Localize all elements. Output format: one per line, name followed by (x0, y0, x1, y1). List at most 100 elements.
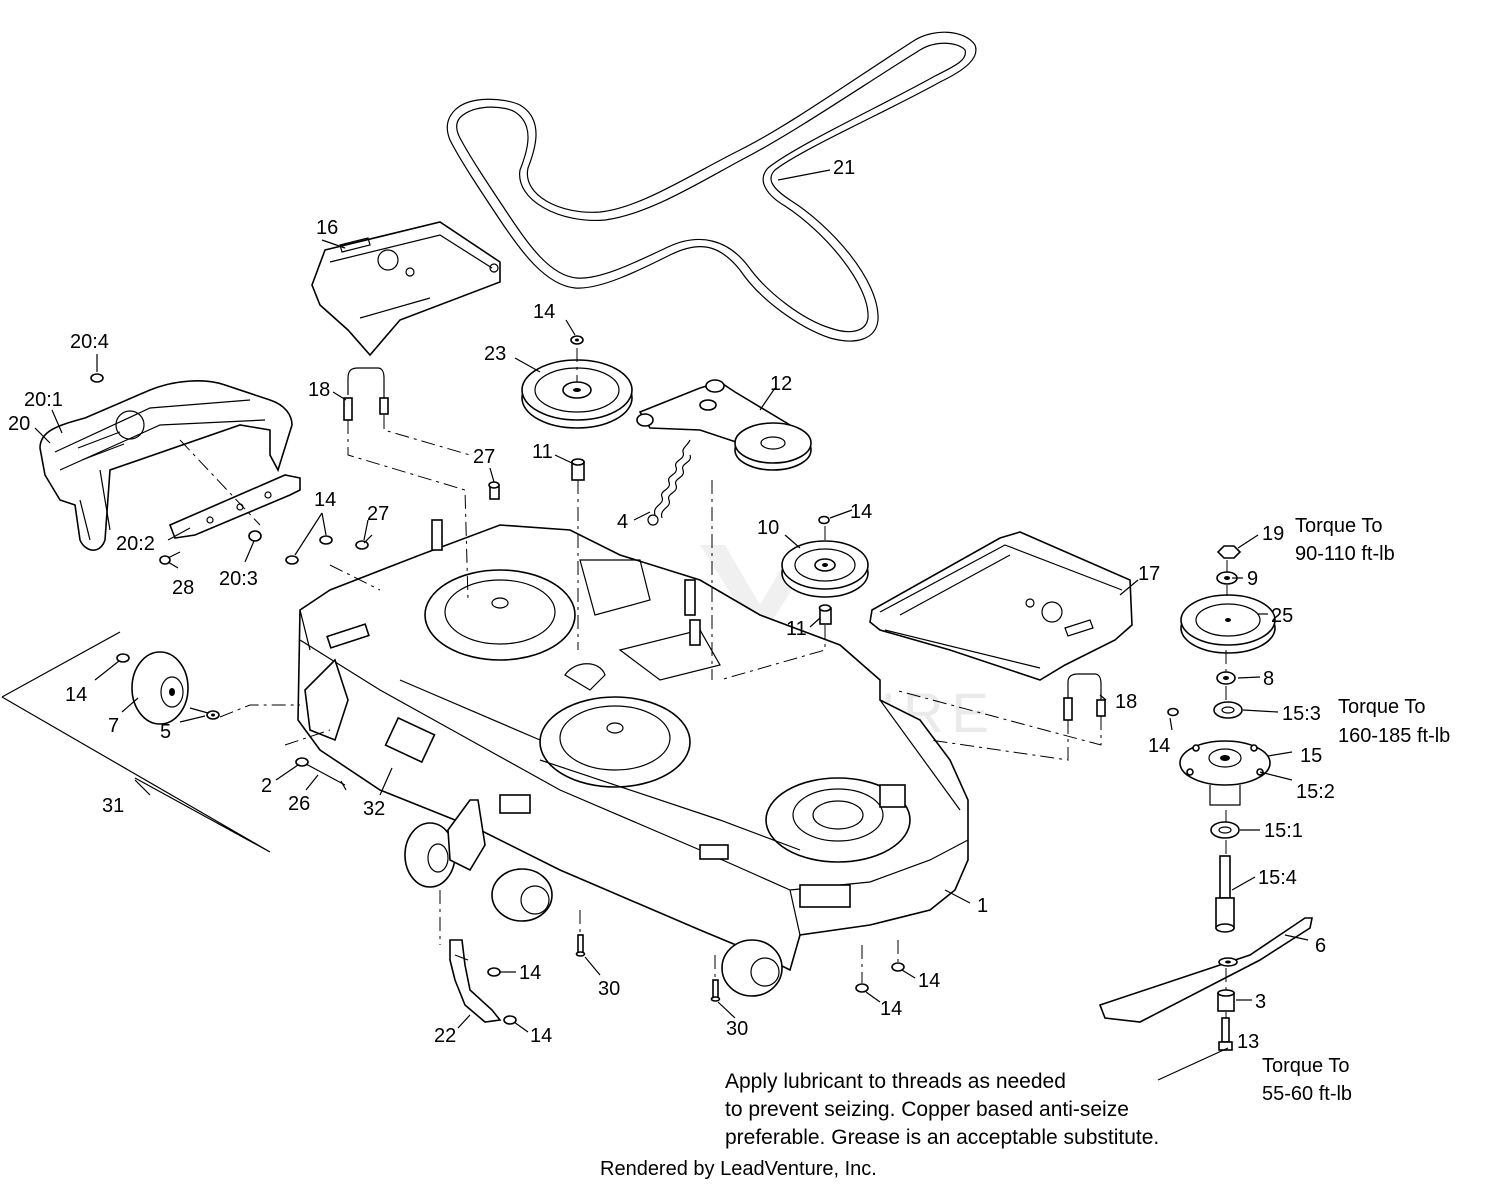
spacer-11-lower (818, 604, 832, 625)
callout-5: 5 (160, 721, 171, 743)
washer-2 (295, 757, 309, 767)
callout-15-2: 15:2 (1296, 781, 1335, 803)
j-bolt-18-left (343, 367, 389, 421)
bolt-27-side (355, 534, 373, 550)
torque-13-title: Torque To (1262, 1055, 1349, 1077)
callout-27-side: 27 (367, 503, 389, 525)
front-cover (39, 380, 293, 551)
deflector-rod-22 (449, 939, 502, 1023)
callout-14-wheel: 14 (65, 684, 87, 706)
callout-13: 13 (1237, 1031, 1259, 1053)
drive-belt (446, 31, 977, 342)
callout-27-top: 27 (473, 446, 495, 468)
callout-22: 22 (434, 1025, 456, 1047)
callout-15-4: 15:4 (1258, 867, 1297, 889)
callout-4: 4 (617, 511, 628, 533)
nuts-14-deflector (487, 967, 517, 1025)
torque-15-title: Torque To (1338, 696, 1425, 718)
leader-lines (34, 169, 1309, 1081)
callout-14-side: 14 (314, 489, 336, 511)
callout-16: 16 (316, 217, 338, 239)
nuts-14-side (285, 535, 333, 565)
bolt-30-right (710, 979, 721, 1002)
spacer-3 (1217, 989, 1235, 1012)
torque-19-value: 90-110 ft-lb (1295, 543, 1395, 565)
callout-14-pulley10: 14 (850, 501, 872, 523)
callout-15-1: 15:1 (1264, 820, 1303, 842)
nut-14-top (570, 335, 584, 345)
gauge-wheel-rear (721, 939, 783, 997)
gauge-wheel-front-left (404, 822, 456, 888)
callout-2: 2 (261, 775, 272, 797)
gauge-wheel-front (491, 868, 553, 922)
nut-19 (1216, 545, 1242, 559)
callout-11-top: 11 (532, 441, 553, 463)
rendered-by-credit: Rendered by LeadVenture, Inc. (600, 1158, 877, 1180)
bolt-13 (1218, 1017, 1233, 1051)
callout-32: 32 (363, 798, 385, 820)
callout-28: 28 (172, 577, 194, 599)
washer-20-4 (90, 373, 104, 383)
nuts-14-bottom (855, 962, 905, 993)
callout-8: 8 (1263, 668, 1274, 690)
idler-pulley-23 (521, 359, 633, 429)
bearing-15-1 (1210, 821, 1240, 839)
callout-30-left: 30 (598, 978, 620, 1000)
bolt-28 (159, 551, 181, 565)
note-line-1: Apply lubricant to threads as needed (725, 1070, 1066, 1093)
callout-20-1: 20:1 (24, 389, 63, 411)
left-belt-cover (311, 221, 501, 357)
callout-14-deflector-a: 14 (519, 962, 541, 984)
callout-15: 15 (1300, 745, 1322, 767)
callout-18-right: 18 (1115, 691, 1137, 713)
torque-19-title: Torque To (1295, 515, 1382, 537)
note-line-2: to prevent seizing. Copper based anti-se… (725, 1098, 1129, 1121)
callout-17: 17 (1138, 563, 1160, 585)
alignment-lines (179, 348, 1228, 1018)
nut-14-pulley10 (818, 515, 830, 525)
callout-31: 31 (102, 795, 124, 817)
bolt-30-left (575, 934, 586, 957)
callout-19: 19 (1262, 523, 1284, 545)
callout-7: 7 (108, 715, 119, 737)
callout-9: 9 (1247, 568, 1258, 590)
callout-18-left: 18 (308, 379, 330, 401)
callout-21: 21 (833, 157, 855, 179)
callout-20-3: 20:3 (219, 568, 258, 590)
callout-14-bottom-left: 14 (880, 998, 902, 1020)
torque-13-value: 55-60 ft-lb (1262, 1083, 1352, 1105)
callout-26: 26 (288, 793, 310, 815)
callout-14-spindle: 14 (1148, 735, 1170, 757)
idler-pulley-10 (781, 540, 869, 598)
callout-15-3: 15:3 (1282, 703, 1321, 725)
torque-specs: Torque To 90-110 ft-lb Torque To 160-185… (1262, 515, 1450, 1105)
bolt-26 (305, 763, 347, 791)
callout-20-4: 20:4 (70, 331, 109, 353)
callout-3: 3 (1255, 991, 1266, 1013)
callout-6: 6 (1315, 935, 1326, 957)
pulley-25 (1180, 594, 1276, 654)
callout-20-2: 20:2 (116, 533, 155, 555)
bushing-8 (1216, 671, 1236, 685)
blade-6 (1098, 917, 1313, 1023)
torque-15-value: 160-185 ft-lb (1338, 725, 1450, 747)
front-cover-bracket (168, 474, 301, 539)
nut-14-spindle (1167, 707, 1179, 717)
callout-10: 10 (757, 517, 779, 539)
callout-25: 25 (1271, 605, 1293, 627)
right-belt-cover (869, 531, 1133, 681)
bolt-20-3 (248, 530, 262, 542)
spindle-shaft-15-4 (1215, 855, 1235, 933)
callout-labels: 21 16 14 2 3 12 18 20:4 20:1 20 11 27 4 1… (8, 157, 1335, 1053)
wheel-kit-31 (1, 631, 271, 853)
wheel-bracket (447, 799, 486, 872)
nut-14-wheel (116, 653, 130, 663)
callout-14-bottom-right: 14 (918, 970, 940, 992)
callout-11-lower: 11 (786, 618, 807, 640)
bearing-15-3 (1213, 701, 1243, 719)
callout-20: 20 (8, 413, 30, 435)
spacer-11-top (571, 458, 585, 481)
callout-12: 12 (770, 373, 792, 395)
spindle-housing-15 (1179, 740, 1271, 806)
